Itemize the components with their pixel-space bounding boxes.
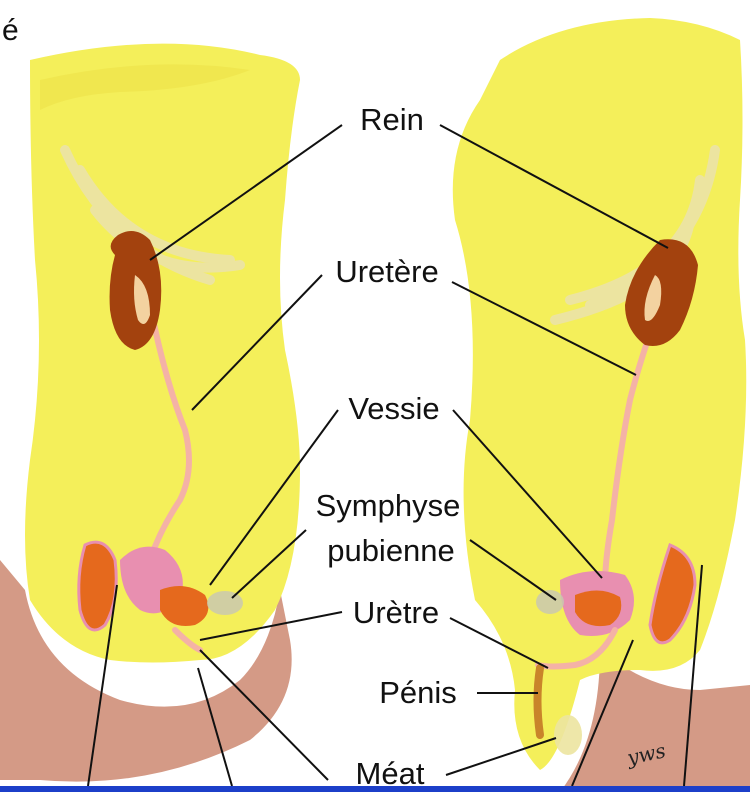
label-pubienne: pubienne xyxy=(327,535,455,566)
male-torso xyxy=(453,18,746,770)
bottom-rule xyxy=(0,786,750,792)
label-uretere: Uretère xyxy=(335,256,438,287)
male-figure xyxy=(453,18,750,792)
label-rein: Rein xyxy=(360,104,424,135)
label-symphyse: Symphyse xyxy=(316,490,461,521)
label-vessie: Vessie xyxy=(348,393,439,424)
female-kidney xyxy=(110,231,162,350)
label-penis: Pénis xyxy=(379,677,457,708)
female-figure xyxy=(0,44,300,782)
corner-text: é xyxy=(2,14,19,48)
label-uretre: Urètre xyxy=(353,597,439,628)
label-meat: Méat xyxy=(356,758,425,789)
